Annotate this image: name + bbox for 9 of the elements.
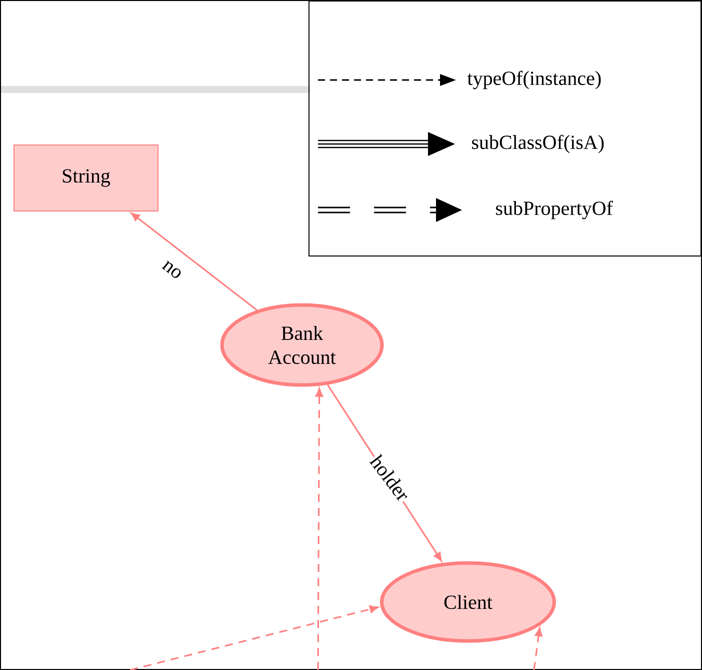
legend-label: subPropertyOf	[496, 200, 613, 220]
legend-label: subClassOf(isA)	[472, 134, 604, 154]
edge-label: no	[160, 258, 184, 282]
dashed-arrow	[315, 388, 324, 670]
legend-label: typeOf(instance)	[467, 70, 601, 90]
class-box: String	[14, 144, 158, 212]
dashed-arrow	[130, 605, 378, 670]
dashed-arrow	[533, 628, 542, 670]
arrow	[130, 212, 258, 311]
